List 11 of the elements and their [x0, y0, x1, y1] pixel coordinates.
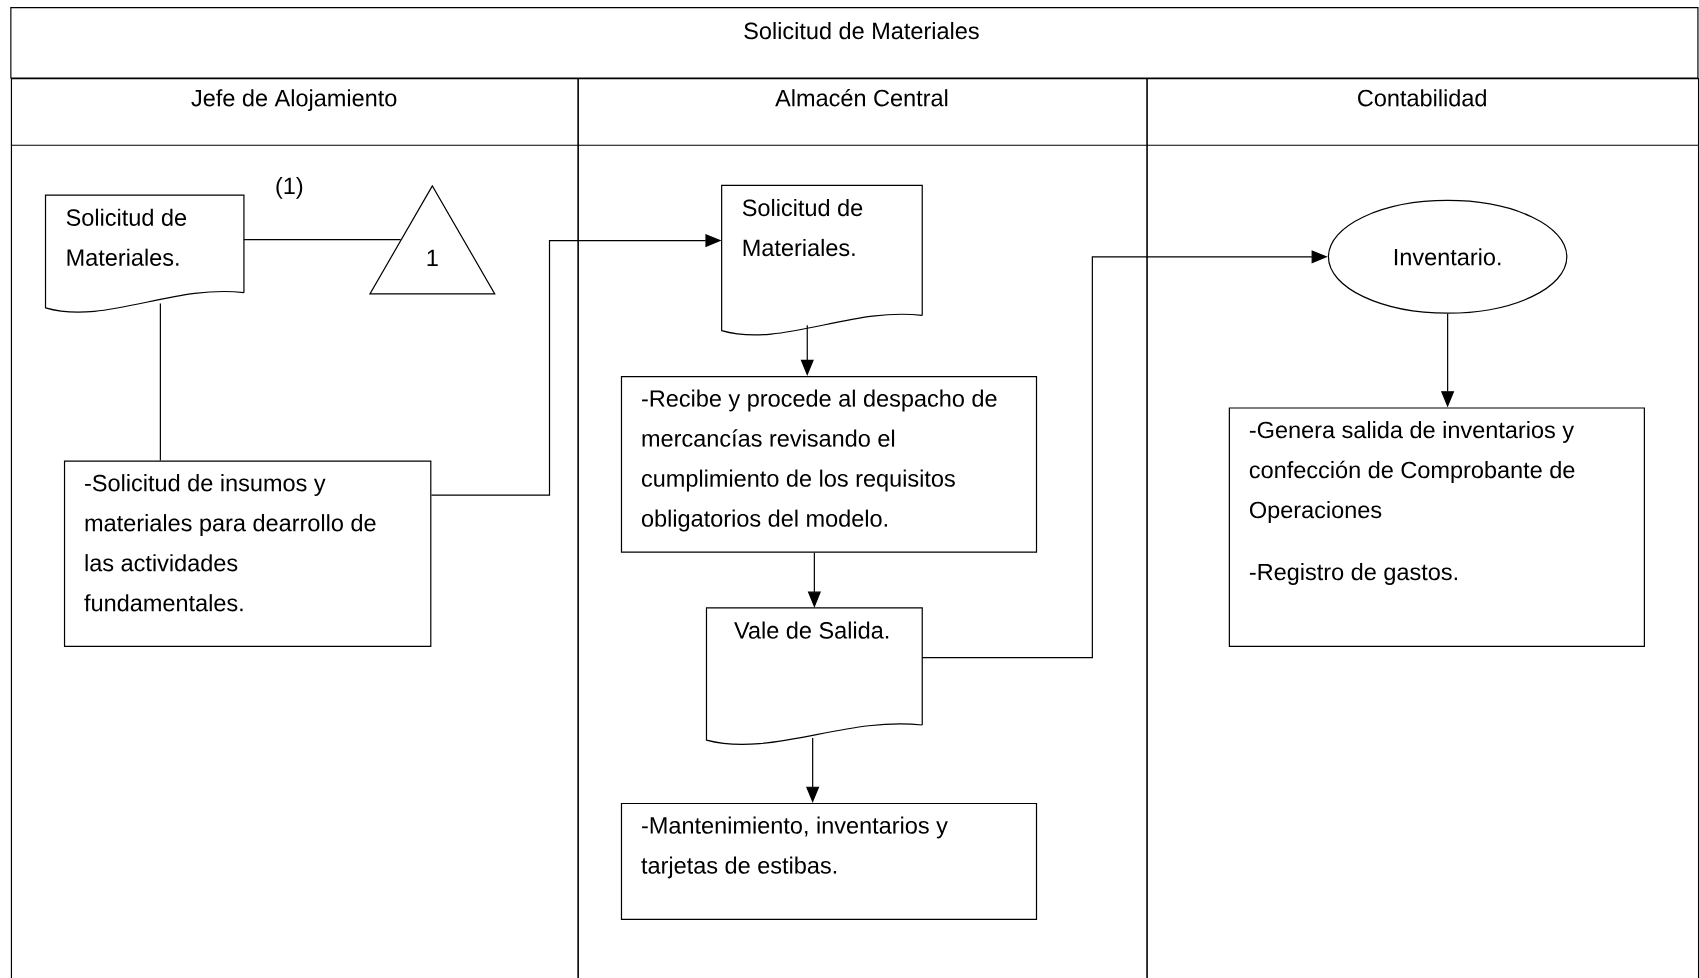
process-box: -Genera salida de inventarios y confección de Comprobante de Operaciones -Registro de gastos.: [1228, 407, 1645, 647]
process-box: -Recibe y procede al despacho de mercancías revisando el cumplimiento de los requisitos obligatorios del modelo.: [620, 375, 1038, 553]
process-box: -Mantenimiento, inventarios y tarjetas de estibas.: [620, 802, 1038, 920]
process-box: -Solicitud de insumos y materiales para dearrollo de las actividades fundamentales.: [63, 460, 432, 647]
connector: [159, 302, 161, 461]
connector: [243, 238, 402, 240]
callout-number: (1): [276, 176, 303, 199]
document-shape: Solicitud de Materiales.: [721, 184, 923, 336]
document-shape: Vale de Salida.: [705, 607, 923, 745]
document-shape: Solicitud de Materiales.: [44, 194, 245, 313]
title-bar: Solicitud de Materiales: [10, 6, 1699, 79]
